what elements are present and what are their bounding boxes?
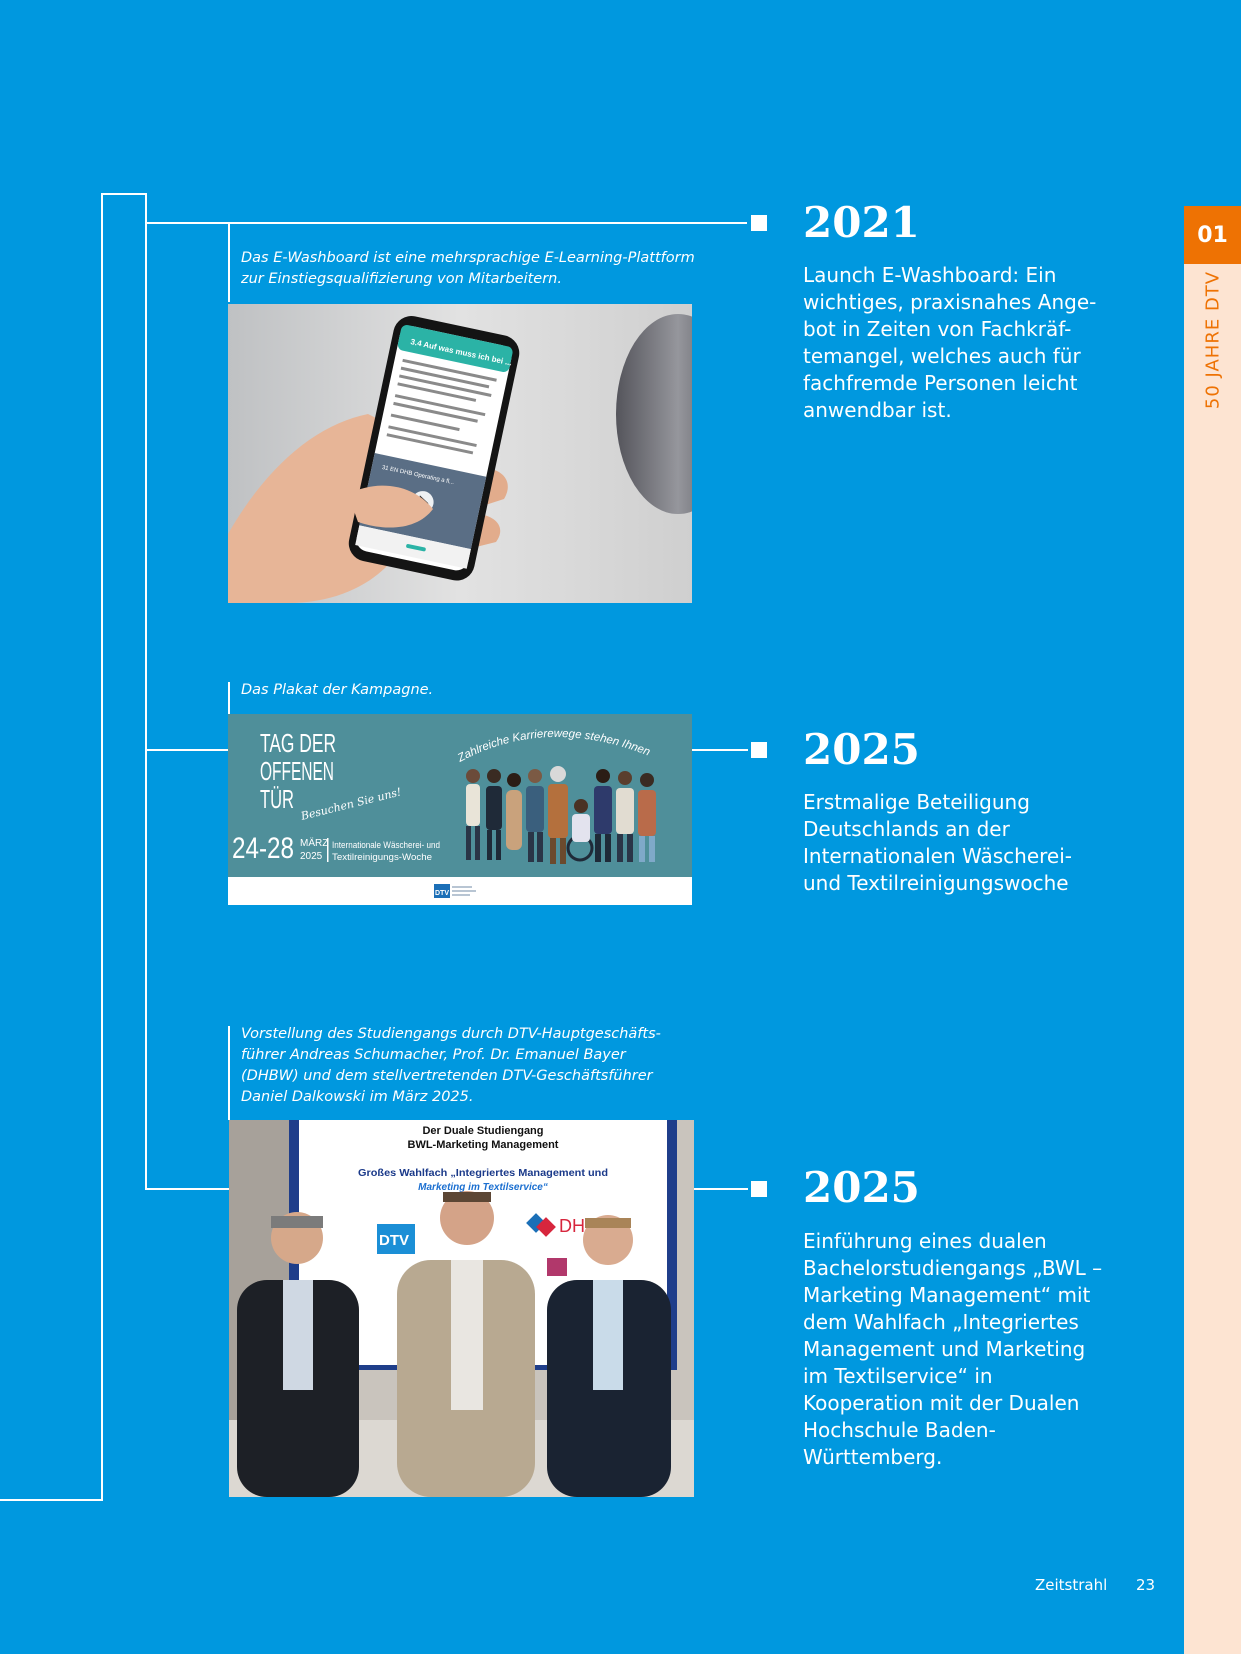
- group-photo-illustration: Der Duale Studiengang BWL-Marketing Mana…: [229, 1120, 694, 1497]
- screen-line3: Großes Wahlfach „Integriertes Management…: [358, 1168, 608, 1179]
- caption-ewashboard: Das E-Washboard ist eine mehrsprachige E…: [241, 250, 695, 287]
- caption-tick-2025-a: [228, 682, 230, 714]
- screen-line2: BWL-Marketing Management: [408, 1139, 559, 1151]
- connector-2025-a-right: [692, 749, 748, 751]
- timeline-inner-vertical: [145, 193, 147, 1190]
- poster-month: MÄRZ: [300, 837, 328, 849]
- poster-illustration: TAG DER OFFENEN TÜR Besuchen Sie uns! 24…: [228, 714, 692, 905]
- screen-line4: Marketing im Textilservice“: [418, 1182, 548, 1193]
- screen-logo-dtv: DTV: [379, 1232, 409, 1249]
- marker-2025-a: [751, 742, 767, 758]
- text-2021: Launch E-Washboard: Ein wichtiges, praxi…: [803, 263, 1097, 422]
- photo-studiengang: Der Duale Studiengang BWL-Marketing Mana…: [229, 1120, 694, 1497]
- text-2025-b: Einführung eines dualen Bachelorstudieng…: [803, 1229, 1103, 1469]
- timeline-top: [101, 193, 147, 195]
- side-strip: [1184, 206, 1241, 1654]
- poster-week-line2: Textilreinigungs-Woche: [332, 852, 432, 863]
- poster-open-day: TAG DER OFFENEN TÜR Besuchen Sie uns! 24…: [228, 714, 692, 905]
- caption-studiengang: Vorstellung des Studiengangs durch DTV-H…: [241, 1026, 661, 1105]
- chapter-label: 50 JAHRE DTV: [1202, 270, 1224, 410]
- people-photo: [237, 1191, 671, 1497]
- connector-2021: [145, 222, 747, 224]
- marker-2021: [751, 215, 767, 231]
- connector-2025-a-left: [145, 749, 229, 751]
- marker-2025-b: [751, 1181, 767, 1197]
- footer-section: Zeitstrahl: [1035, 1576, 1108, 1594]
- poster-title-line2: OFFENEN: [260, 756, 334, 786]
- caption-tick-2025-b: [228, 1026, 230, 1120]
- year-2021: 2021: [803, 198, 920, 247]
- timeline-outer-vertical: [101, 193, 103, 1501]
- timeline-bottom: [0, 1499, 103, 1501]
- connector-2025-b-right: [694, 1188, 748, 1190]
- photo-ewashboard: 3.4 Auf was muss ich bei ... 31 EN DHB O…: [228, 304, 692, 603]
- connector-2025-b-left: [145, 1188, 229, 1190]
- screen-line1: Der Duale Studiengang: [422, 1125, 543, 1137]
- poster-dates: 24-28: [232, 832, 294, 865]
- text-2025-a: Erstmalige Beteiligung Deutschlands an d…: [803, 790, 1072, 895]
- people-illustration: [466, 766, 656, 864]
- poster-title-line3: TÜR: [260, 784, 294, 814]
- caption-plakat: Das Plakat der Kampagne.: [241, 682, 434, 698]
- poster-title-line1: TAG DER: [260, 728, 336, 758]
- caption-tick-2021: [228, 222, 230, 302]
- year-2025-b: 2025: [803, 1163, 920, 1212]
- poster-year: 2025: [300, 851, 323, 862]
- page-number: 23: [1136, 1576, 1156, 1594]
- year-2025-a: 2025: [803, 725, 920, 774]
- chapter-number: 01: [1184, 206, 1241, 264]
- poster-logo: DTV: [435, 890, 449, 897]
- phone-in-hand-illustration: 3.4 Auf was muss ich bei ... 31 EN DHB O…: [228, 304, 692, 603]
- poster-week-line1: Internationale Wäscherei- und: [332, 840, 440, 851]
